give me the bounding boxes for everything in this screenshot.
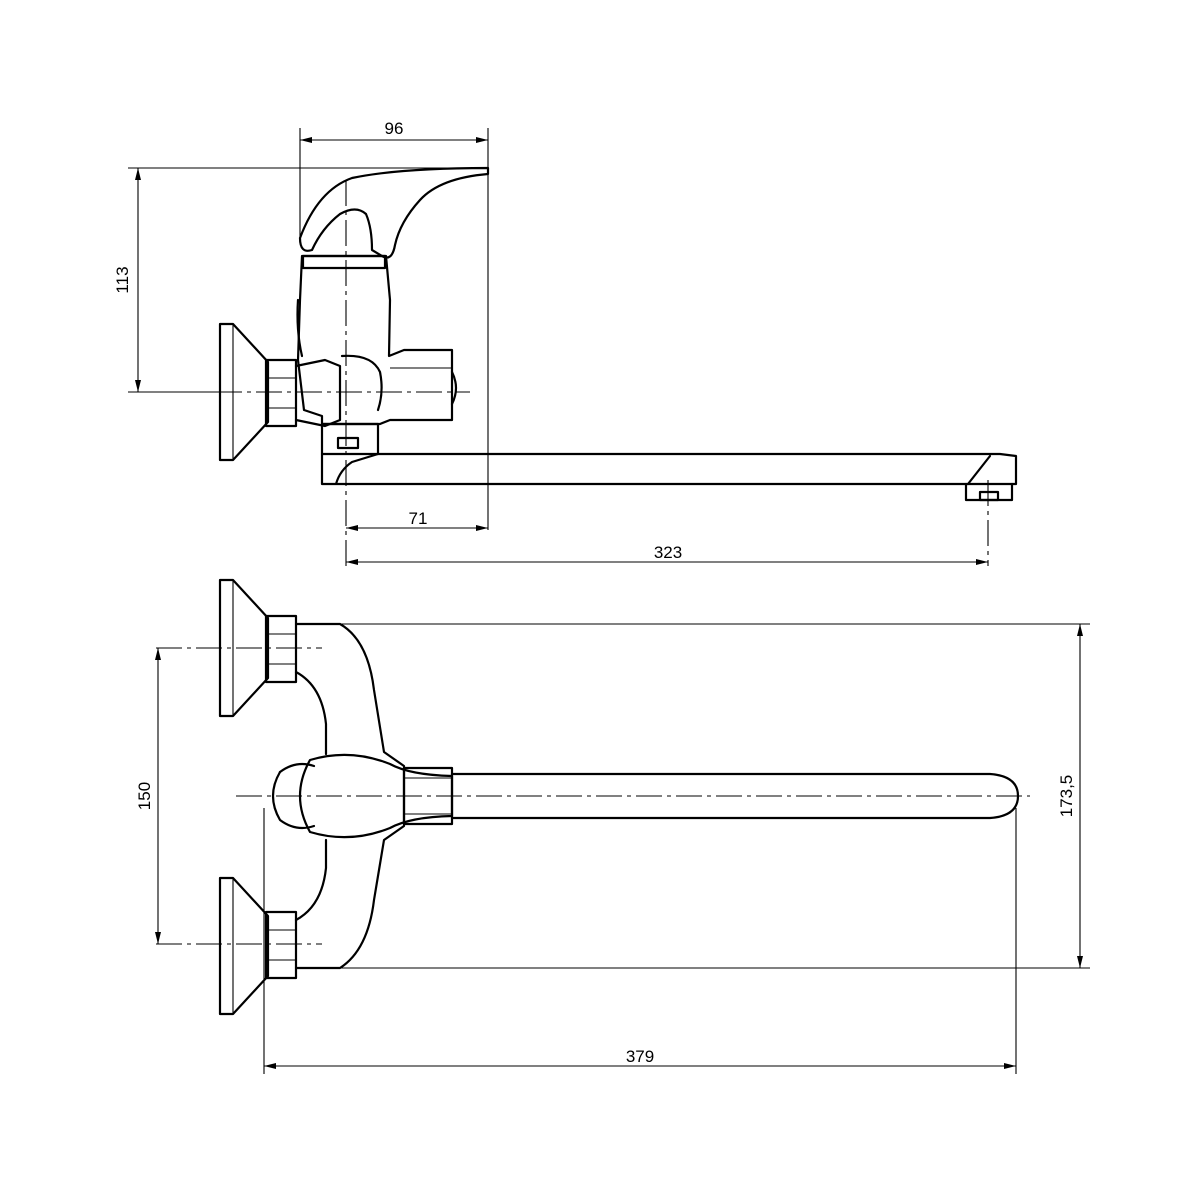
dim-96: 96 — [299, 119, 489, 530]
dim-379-label: 379 — [626, 1047, 654, 1066]
top-handle — [299, 753, 454, 839]
dim-173-5-label: 173,5 — [1057, 775, 1076, 818]
dim-150-label: 150 — [135, 782, 154, 810]
dim-71-label: 71 — [409, 509, 428, 528]
side-handle-collar — [301, 254, 387, 270]
dim-113: 113 — [113, 167, 488, 393]
dim-379: 379 — [263, 808, 1017, 1074]
dim-323: 323 — [346, 543, 988, 565]
top-view: 150 173,5 379 — [135, 578, 1090, 1074]
dim-173-5: 173,5 — [340, 623, 1090, 969]
side-eccentric-connector — [294, 358, 342, 428]
side-hex-nut — [264, 358, 298, 428]
side-handle-lever — [298, 166, 490, 259]
dim-71: 71 — [346, 509, 488, 531]
side-swivel-ring — [320, 422, 380, 456]
side-spout — [320, 452, 1018, 486]
top-mixer-body — [294, 622, 406, 970]
dim-323-label: 323 — [654, 543, 682, 562]
dim-113-label: 113 — [113, 266, 132, 293]
dim-96-label: 96 — [385, 119, 404, 138]
side-mixer-body — [296, 254, 454, 426]
side-view: 96 113 71 323 — [113, 119, 1018, 566]
top-upper-hex-nut — [264, 614, 298, 684]
dim-150: 150 — [135, 648, 161, 944]
top-lower-hex-nut — [264, 910, 298, 980]
top-lower-wall-flange — [218, 876, 270, 1016]
